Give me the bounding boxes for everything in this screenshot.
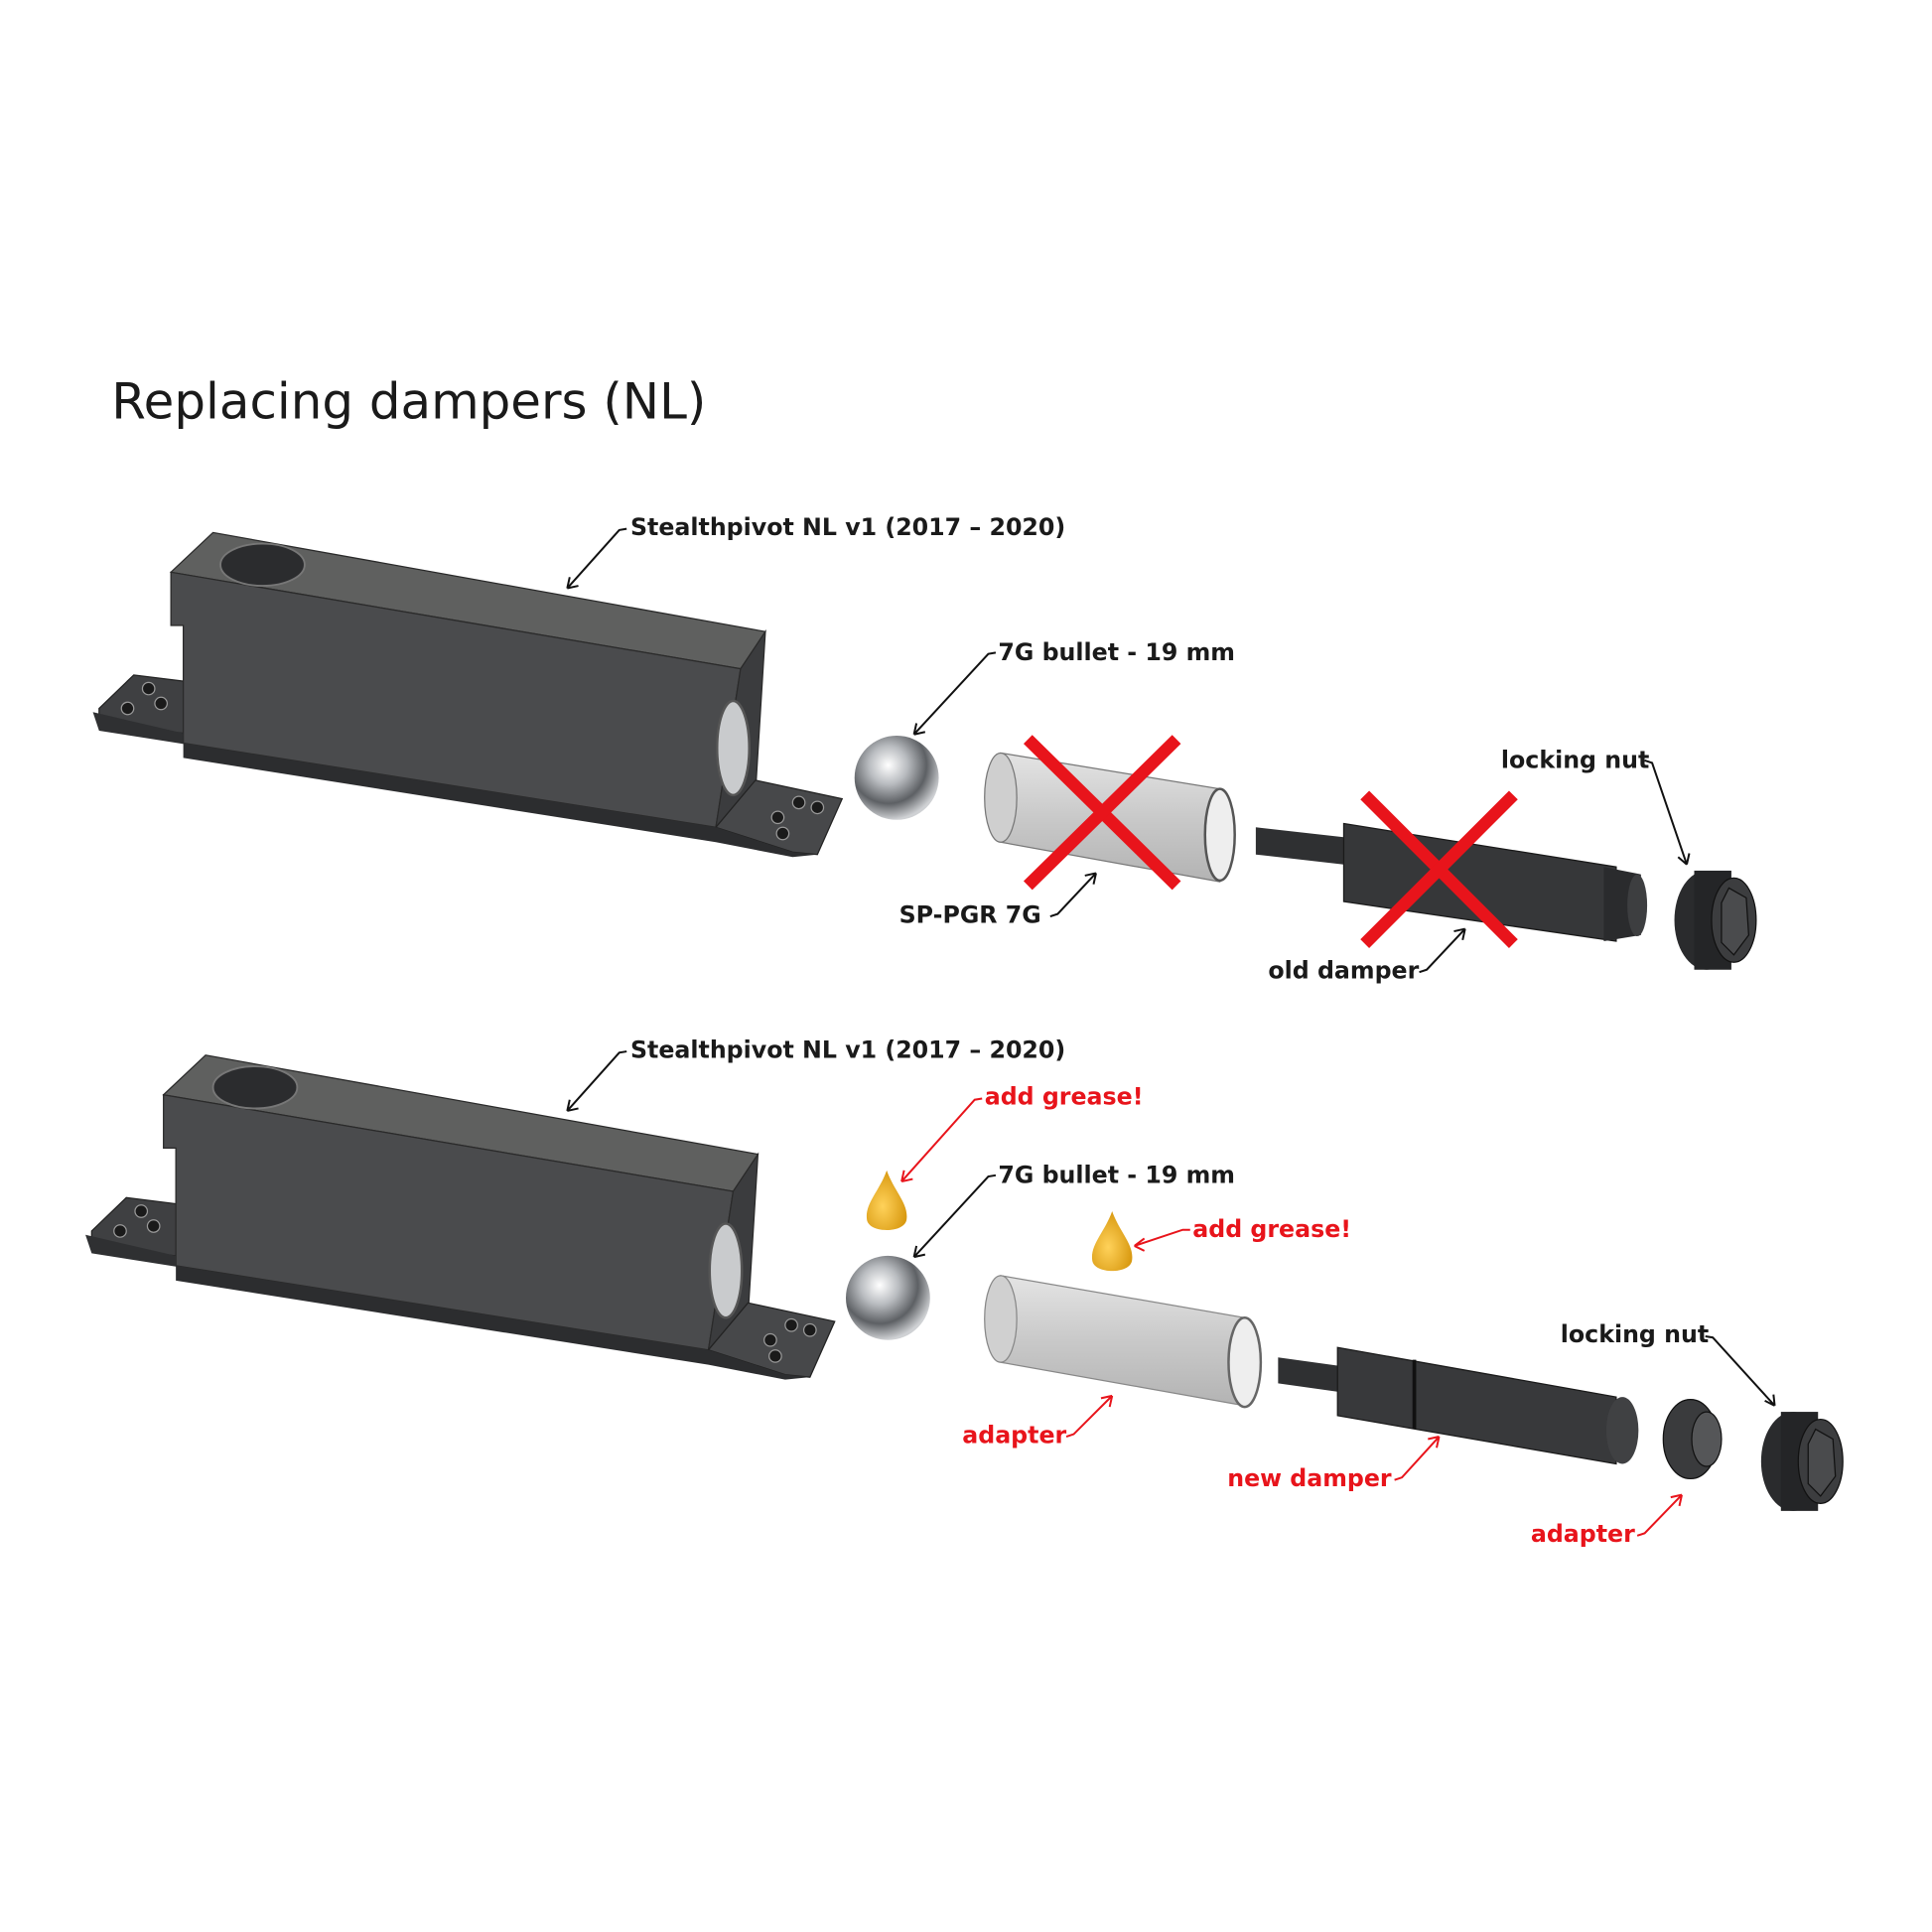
bottom-new-damper — [1278, 1346, 1639, 1465]
label-housing: Stealthpivot NL v1 (2017 – 2020) — [630, 1035, 1065, 1063]
leader-line — [1134, 1228, 1190, 1252]
label-bullet: 7G bullet - 19 mm — [998, 1161, 1235, 1188]
leader-line — [1394, 1436, 1441, 1481]
leader-line — [1644, 759, 1691, 866]
page-title: Replacing dampers (NL) — [111, 373, 706, 431]
top-housing — [91, 531, 844, 859]
top-old-damper — [1255, 822, 1648, 942]
leader-line — [1705, 1334, 1776, 1407]
leader-line — [900, 1097, 983, 1183]
label-bullet: 7G bullet - 19 mm — [998, 638, 1235, 666]
label-add-grease: add grease! — [985, 1083, 1144, 1111]
red-x-sleeve — [1023, 735, 1181, 891]
label-housing: Stealthpivot NL v1 (2017 – 2020) — [630, 513, 1065, 541]
leader-line — [1636, 1493, 1683, 1537]
leader-line — [1065, 1394, 1114, 1438]
leader-line — [912, 1173, 997, 1259]
leader-line — [1049, 872, 1097, 918]
bottom-small-adapter — [1662, 1398, 1723, 1480]
label-locking-nut: locking nut — [1561, 1320, 1709, 1348]
bottom-adapter-sleeve — [984, 1275, 1263, 1409]
label-sleeve: SP-PGR 7G — [899, 900, 1041, 928]
bottom-housing — [83, 1053, 837, 1381]
top-bullet-ball — [854, 735, 939, 820]
leader-line — [912, 651, 997, 736]
label-old-damper: old damper — [1268, 956, 1419, 984]
red-x-damper — [1360, 790, 1518, 948]
label-locking-nut: locking nut — [1501, 746, 1649, 773]
label-new-damper: new damper — [1227, 1464, 1392, 1492]
leader-line — [1419, 927, 1466, 974]
leader-line — [566, 1050, 627, 1112]
bottom-locking-nut — [1760, 1411, 1844, 1512]
top-assembly: Stealthpivot NL v1 (2017 – 2020) 7G bull… — [91, 513, 1757, 984]
grease-drop-icon — [866, 1170, 907, 1231]
bottom-assembly: Stealthpivot NL v1 (2017 – 2020) add gre… — [83, 1035, 1844, 1548]
grease-drop-icon — [1091, 1210, 1133, 1272]
leader-line — [566, 527, 627, 590]
label-add-grease: add grease! — [1192, 1215, 1351, 1243]
top-locking-nut — [1673, 870, 1757, 971]
bottom-bullet-ball — [845, 1255, 930, 1340]
label-adapter: adapter — [1531, 1520, 1635, 1548]
label-adapter: adapter — [962, 1421, 1066, 1449]
